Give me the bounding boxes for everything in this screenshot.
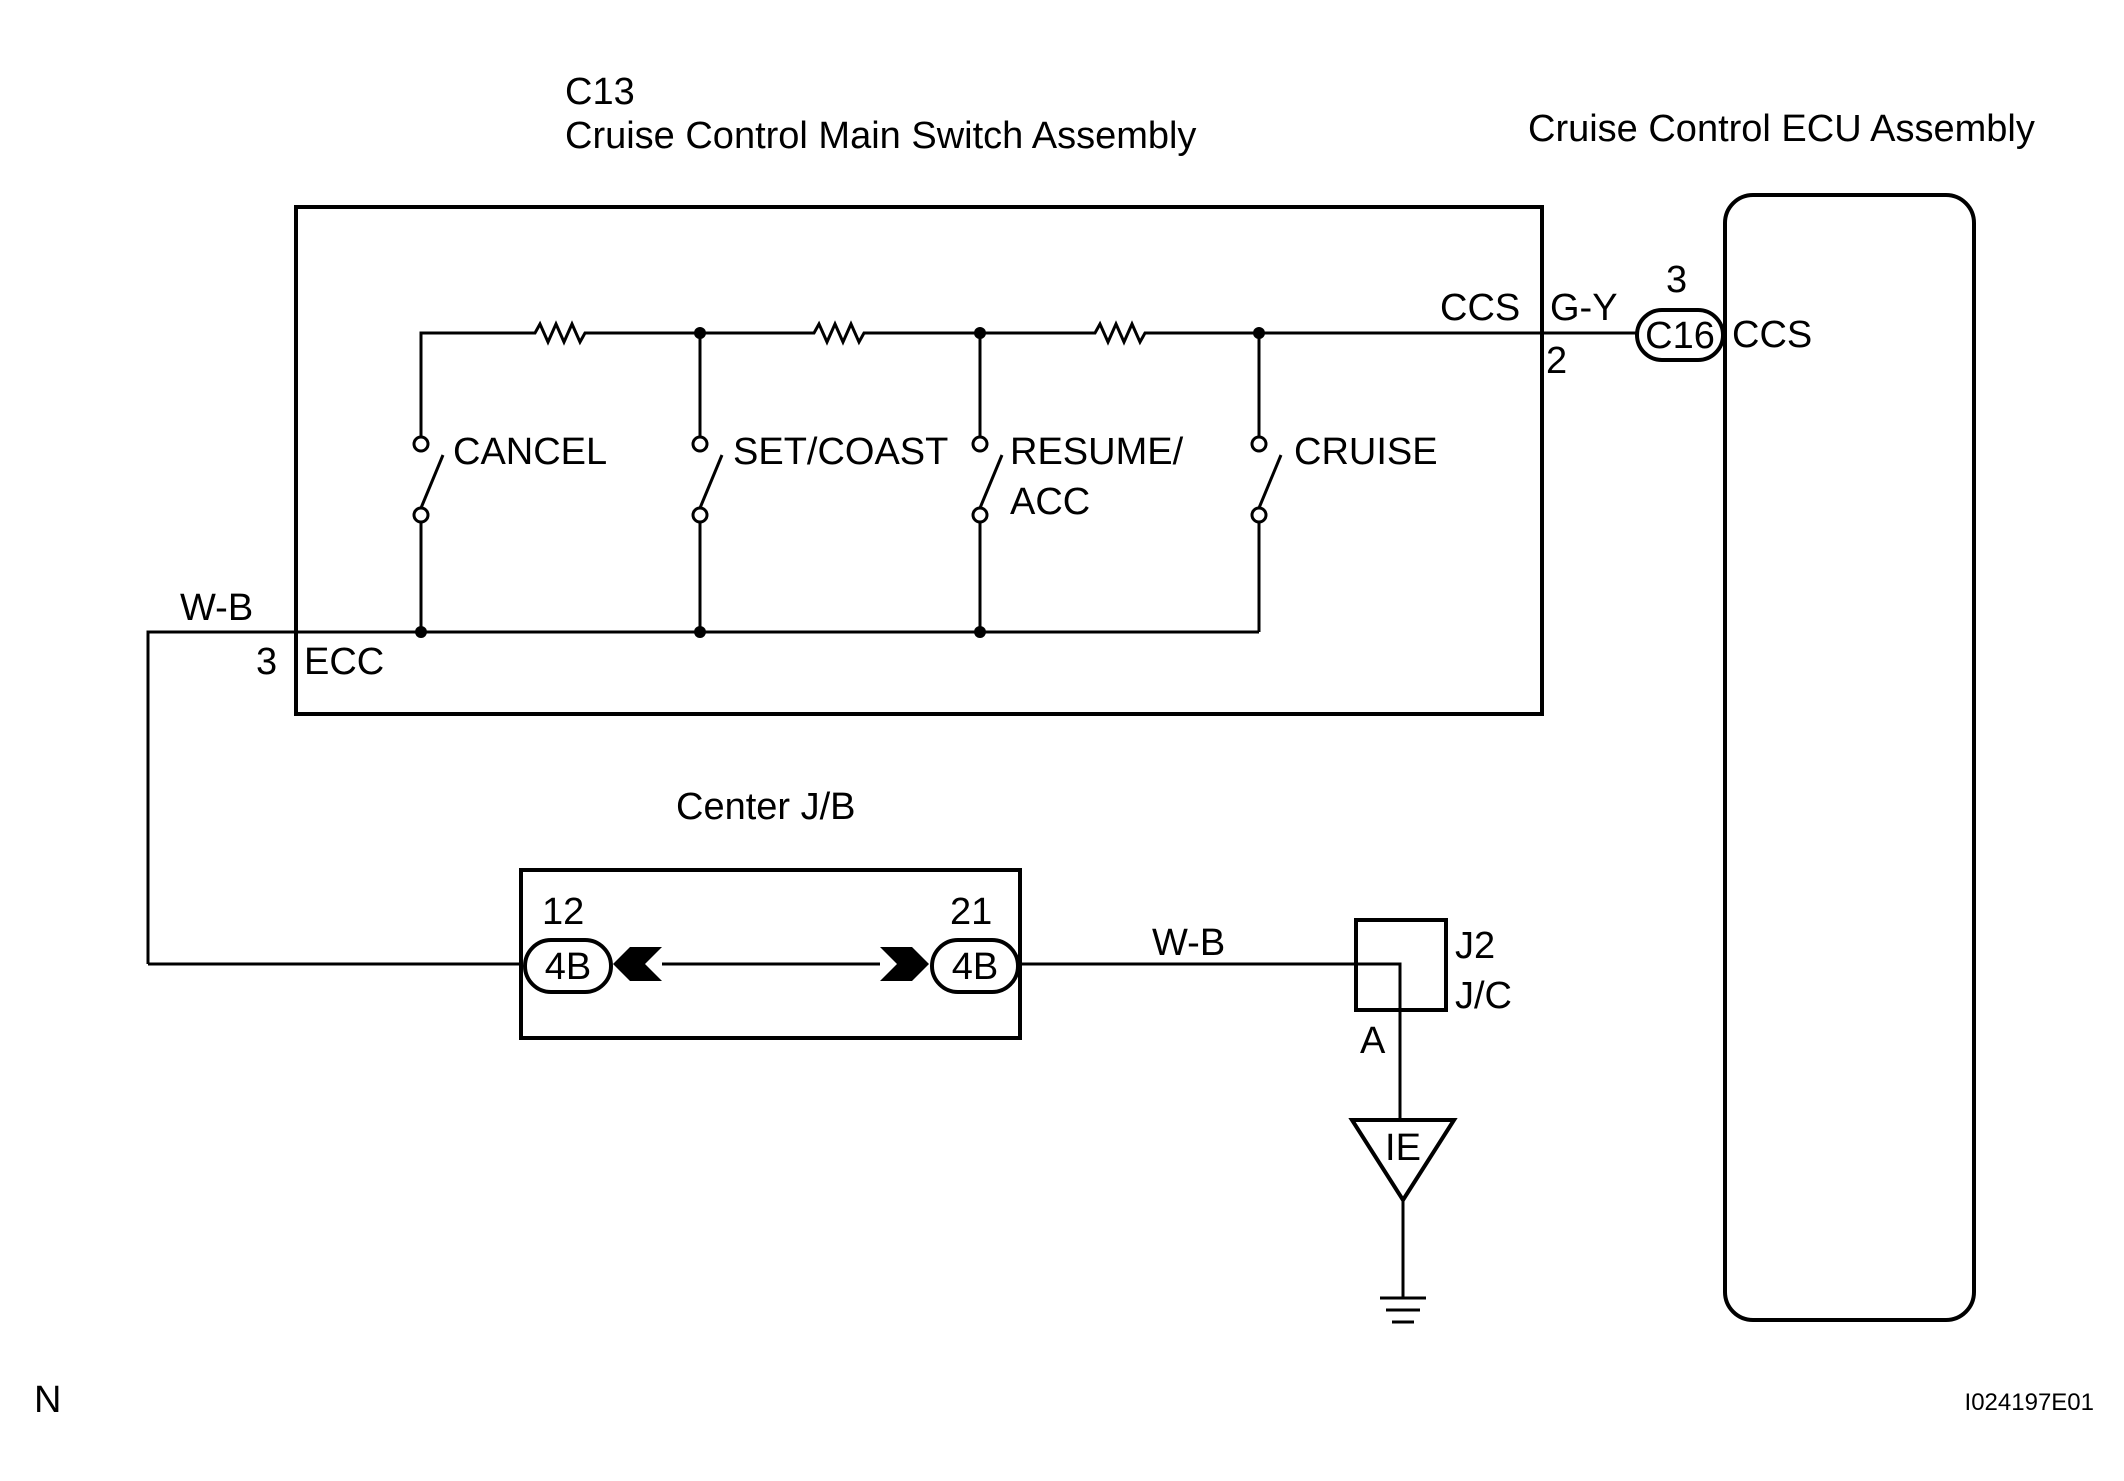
center-jb-box: [519, 868, 1022, 1040]
jc-label: J/C: [1455, 975, 1512, 1017]
cancel-switch: [412, 333, 445, 632]
jb-left-connector-label: 4B: [545, 946, 591, 988]
jb-right-connector: [930, 938, 1020, 994]
ground-icon: [1380, 1296, 1426, 1324]
ccs-pin-number: 2: [1546, 340, 1567, 382]
switch-assembly-code: C13: [565, 71, 635, 113]
node-dot: [694, 626, 706, 638]
center-jb-label: Center J/B: [676, 786, 856, 828]
ecc-pin-number: 3: [256, 641, 277, 683]
c16-connector: [1635, 308, 1725, 362]
c16-connector-label: C16: [1645, 315, 1715, 357]
jb-right-connector-label: 4B: [952, 946, 998, 988]
ie-ground-point: [1348, 1118, 1458, 1204]
j2-junction-box: [1354, 918, 1448, 1012]
node-dot: [415, 626, 427, 638]
j2-pin-label: A: [1360, 1020, 1386, 1062]
ecc-terminal-label: ECC: [304, 641, 384, 683]
figure-id: I024197E01: [1965, 1389, 2094, 1416]
ecu-box: [1723, 193, 1976, 1322]
acc-label: ACC: [1010, 481, 1090, 523]
ccs-wire-color: G-Y: [1550, 287, 1618, 329]
cancel-label: CANCEL: [453, 431, 607, 473]
node-dot: [974, 626, 986, 638]
ecc-wire-color: W-B: [180, 587, 253, 629]
jb-right-arrow: [880, 947, 929, 981]
common-ground-line: [146, 630, 1259, 964]
c16-pin-number: 3: [1666, 259, 1687, 301]
resume-label: RESUME/: [1010, 431, 1184, 473]
ground-wire-color: W-B: [1152, 922, 1225, 964]
ccs-terminal-label: CCS: [1440, 287, 1520, 329]
set-coast-label: SET/COAST: [733, 431, 948, 473]
wb-wire-right: [1020, 962, 1402, 1120]
j2-label: J2: [1455, 925, 1495, 967]
resistor-ladder: [419, 320, 1640, 408]
set-coast-switch: [691, 333, 724, 632]
cruise-switch: [1250, 333, 1283, 632]
cruise-label: CRUISE: [1294, 431, 1438, 473]
switch-assembly-name: Cruise Control Main Switch Assembly: [565, 115, 1196, 157]
jb-left-connector: [523, 938, 613, 994]
resume-acc-switch: [971, 333, 1004, 632]
ie-label: IE: [1385, 1127, 1421, 1169]
jb-left-arrow: [613, 947, 662, 981]
ecu-ccs-terminal: CCS: [1732, 314, 1812, 356]
corner-letter: N: [34, 1379, 61, 1421]
jb-left-pin: 12: [542, 891, 584, 933]
ecu-assembly-name: Cruise Control ECU Assembly: [1528, 108, 2035, 150]
switch-assembly-box: [294, 205, 1544, 716]
jb-right-pin: 21: [950, 891, 992, 933]
